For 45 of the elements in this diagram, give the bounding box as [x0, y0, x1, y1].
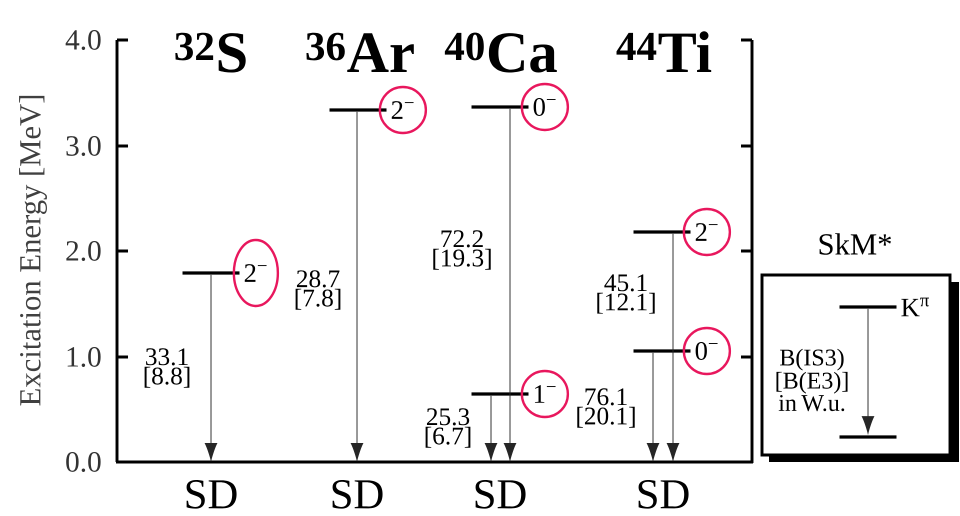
legend-title: SkM*	[820, 233, 892, 255]
spin-label: 2$^{−}$	[392, 101, 414, 119]
nucleus-label: $^{44}$Ti	[616, 31, 712, 72]
edge-label: 33.1 [8.8]	[132, 346, 202, 390]
arrow	[666, 233, 680, 460]
edge-label: 76.1 [20.1]	[572, 386, 640, 430]
energy-level	[840, 435, 896, 439]
nucleus-label: $^{32}$S	[175, 32, 246, 73]
tick-label: 2.0	[66, 241, 101, 261]
state-label: SD	[638, 480, 689, 509]
arrow	[204, 274, 218, 460]
edge-label: 72.2 [19.3]	[428, 228, 496, 272]
legend-text: B(IS3) [B(E3)] in W.u.	[776, 348, 848, 412]
axis-title: Excitation Energy [MeV]	[19, 96, 47, 406]
energy-level	[840, 305, 896, 309]
state-label: SD	[186, 480, 237, 509]
arrow	[484, 395, 498, 460]
arrow	[862, 308, 874, 434]
spin-label: 2$^{−}$	[696, 223, 718, 241]
tick-label: 3.0	[66, 136, 101, 156]
energy-level	[634, 349, 690, 353]
energy-level	[330, 108, 386, 112]
energy-level	[472, 392, 528, 396]
spin-label: K$^{π}$	[901, 298, 929, 316]
spin-label: 2$^{−}$	[244, 264, 267, 282]
arrow	[504, 108, 516, 460]
tick-label: 1.0	[68, 347, 101, 367]
arrow	[646, 352, 660, 460]
tick-label: 0.0	[66, 452, 101, 472]
spin-label: 0$^{−}$	[534, 98, 556, 116]
arrow	[350, 111, 364, 460]
spin-label: 1$^{−}$	[534, 385, 556, 403]
nucleus-label: $^{36}$Ar	[306, 32, 414, 72]
nucleus-label: $^{40}$Ca	[444, 32, 557, 73]
edge-label: 25.3 [6.7]	[414, 406, 482, 450]
spin-label: 0$^{−}$	[696, 342, 718, 360]
tick-label: 4.0	[66, 30, 101, 50]
state-label: SD	[332, 480, 383, 509]
energy-level	[182, 271, 240, 275]
edge-label: 28.7 [7.8]	[284, 268, 352, 312]
energy-level	[472, 105, 528, 109]
state-label: SD	[476, 480, 526, 509]
legend-box	[760, 274, 959, 462]
energy-level	[634, 230, 690, 234]
edge-label: 45.1 [12.1]	[592, 272, 660, 316]
